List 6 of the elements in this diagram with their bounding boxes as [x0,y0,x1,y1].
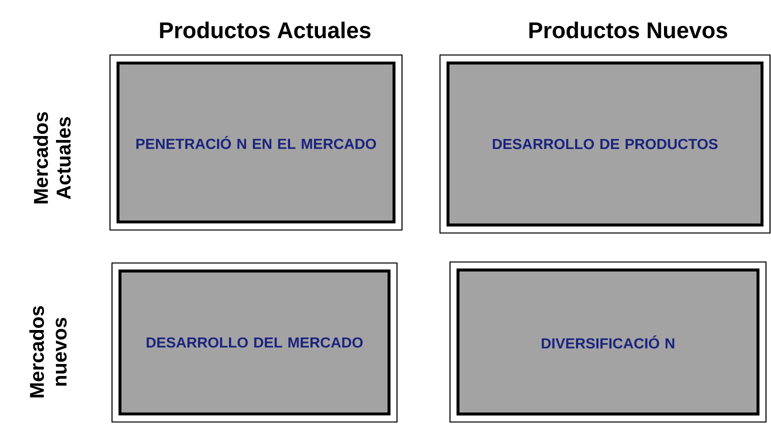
quadrant-box: DESARROLLO DE PRODUCTOS [439,54,771,234]
quadrant-box: PENETRACIÓ N EN EL MERCADO [109,54,403,231]
quadrant-box: DIVERSIFICACIÓ N [449,261,767,423]
row-heading: Mercados nuevos [29,306,67,398]
quadrant-box: DESARROLLO DEL MERCADO [111,262,398,423]
row-heading: Mercados Actuales [33,112,71,204]
